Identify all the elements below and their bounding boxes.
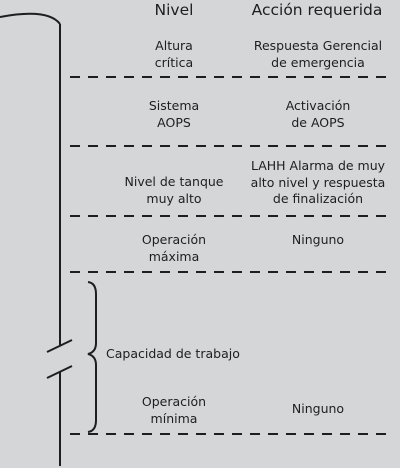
tank-break-mark-upper bbox=[46, 339, 73, 353]
action-label-min-operation: Ninguno bbox=[291, 401, 345, 416]
level-label-aops: Sistema AOPS bbox=[148, 98, 200, 130]
level-label-critical-height: Altura crítica bbox=[154, 38, 194, 70]
working-capacity-bracket bbox=[87, 281, 97, 433]
working-capacity-label: Capacidad de trabajo bbox=[106, 346, 240, 361]
level-label-min-operation: Operación mínima bbox=[141, 394, 207, 426]
action-label-max-operation: Ninguno bbox=[291, 232, 345, 247]
tank-break-mark-lower bbox=[46, 365, 73, 379]
action-label-critical-height: Respuesta Gerencial de emergencia bbox=[253, 38, 383, 70]
header-level: Nivel bbox=[154, 1, 194, 19]
action-label-very-high: LAHH Alarma de muy alto nivel y respuest… bbox=[250, 158, 386, 206]
level-label-very-high: Nivel de tanque muy alto bbox=[124, 174, 224, 206]
tank-top-rim bbox=[0, 12, 61, 25]
action-label-aops: Activación de AOPS bbox=[285, 98, 351, 130]
level-label-max-operation: Operación máxima bbox=[141, 232, 207, 264]
header-action: Acción requerida bbox=[251, 1, 383, 19]
